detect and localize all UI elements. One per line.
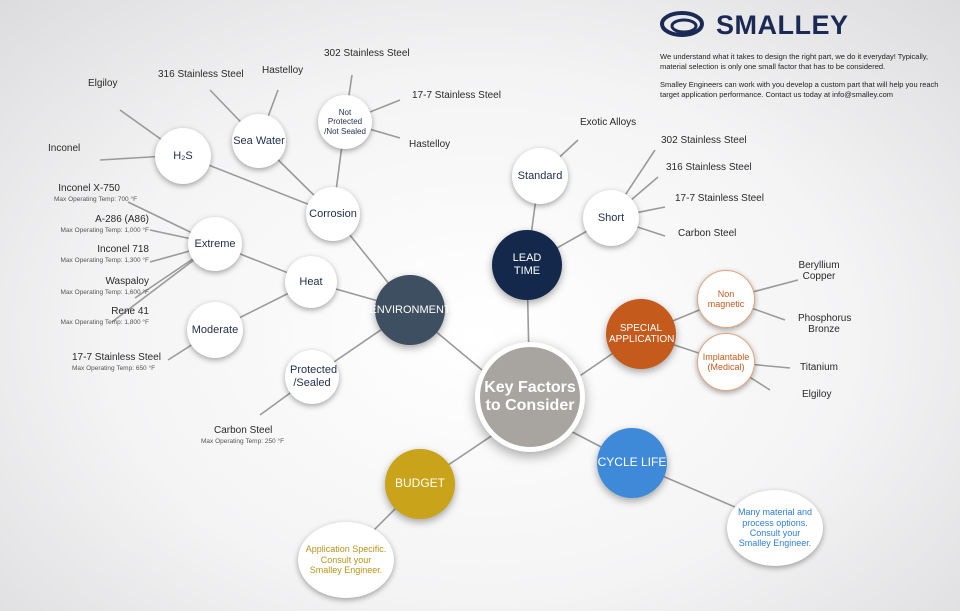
material-label: 302 Stainless Steel (324, 48, 410, 59)
material-name: 17-7 Stainless Steel (72, 352, 161, 363)
special-application-hub: SPECIAL APPLICATION (606, 299, 676, 369)
material-label: 17-7 Stainless Steel (675, 193, 764, 204)
budget-note: Application Specific. Consult your Small… (298, 522, 394, 598)
brand-name: SMALLEY (716, 9, 849, 40)
extreme-material: A-286 (A86) Max Operating Temp: 1,000 °F (37, 214, 149, 234)
material-label: Inconel (48, 143, 81, 154)
material-label: 316 Stainless Steel (158, 69, 244, 80)
non-magnetic-node: Non magnetic (697, 270, 755, 328)
material-label: Hastelloy (409, 139, 451, 150)
brand-cta: Smalley Engineers can work with you deve… (660, 80, 939, 99)
h2s-node: H₂S (155, 128, 211, 184)
heat-label: Heat (299, 275, 323, 288)
max-temp: Max Operating Temp: 700 °F (54, 196, 138, 203)
material-label: 302 Stainless Steel (661, 135, 747, 146)
material-name: A-286 (A86) (95, 214, 149, 225)
material-label: Elgiloy (802, 389, 832, 400)
standard-node: Standard (512, 148, 568, 204)
special-application-label: SPECIAL APPLICATION (609, 322, 675, 346)
implantable-node: Implantable (Medical) (697, 333, 755, 391)
center-node: Key Factors to Consider (475, 342, 585, 452)
not-protected-label: Not Protected /Not Sealed (324, 108, 366, 136)
moderate-label: Moderate (191, 323, 239, 336)
extreme-material: Inconel X-750 Max Operating Temp: 700 °F (54, 183, 138, 203)
cycle-life-note: Many material and process options. Consu… (727, 490, 823, 566)
cycle-life-hub: CYCLE LIFE (597, 428, 667, 498)
material-name: Waspaloy (105, 276, 149, 287)
short-label: Short (597, 211, 625, 224)
protected-sealed-node: Protected /Sealed (285, 350, 339, 404)
moderate-material: 17-7 Stainless Steel Max Operating Temp:… (72, 352, 184, 372)
budget-label: BUDGET (394, 476, 445, 491)
material-label: 316 Stainless Steel (666, 162, 752, 173)
sea-water-node: Sea Water (232, 114, 286, 168)
material-label: Phosphorus Bronze (798, 313, 852, 335)
protected-sealed-label: Protected /Sealed (290, 364, 338, 389)
environment-hub: ENVIRONMENT (369, 275, 451, 345)
material-label: Elgiloy (88, 78, 118, 89)
lead-time-label: LEAD TIME (512, 252, 542, 277)
extreme-material: Rene 41 Max Operating Temp: 1,800 °F (37, 306, 149, 326)
material-name: Carbon Steel (214, 425, 273, 436)
lead-time-hub: LEAD TIME (492, 230, 562, 300)
max-temp: Max Operating Temp: 650 °F (72, 365, 156, 372)
corrosion-node: Corrosion (306, 187, 360, 241)
material-label: Titanium (800, 362, 838, 373)
material-label: 17-7 Stainless Steel (412, 90, 501, 101)
budget-note-text: Application Specific. Consult your Small… (305, 544, 387, 576)
smalley-logo: SMALLEY (660, 8, 849, 42)
material-name: Inconel X-750 (58, 183, 120, 194)
center-label: Key Factors to Consider (484, 378, 576, 414)
cycle-life-note-text: Many material and process options. Consu… (737, 507, 813, 549)
smalley-emblem-icon (660, 11, 704, 37)
protected-material: Carbon Steel Max Operating Temp: 250 °F (201, 425, 301, 445)
short-node: Short (583, 190, 639, 246)
max-temp: Max Operating Temp: 1,000 °F (60, 227, 149, 234)
environment-label: ENVIRONMENT (369, 303, 451, 316)
max-temp: Max Operating Temp: 1,600 °F (60, 289, 149, 296)
material-label: Hastelloy (262, 65, 304, 76)
material-name: Inconel 718 (97, 244, 149, 255)
standard-label: Standard (517, 169, 563, 182)
heat-node: Heat (285, 256, 337, 308)
extreme-label: Extreme (194, 237, 236, 250)
h2s-label: H₂S (173, 149, 193, 162)
corrosion-label: Corrosion (309, 207, 357, 220)
budget-hub: BUDGET (385, 449, 455, 519)
material-label: Carbon Steel (678, 228, 737, 239)
not-protected-node: Not Protected /Not Sealed (318, 95, 372, 149)
material-name: Rene 41 (111, 306, 149, 317)
extreme-material: Inconel 718 Max Operating Temp: 1,300 °F (37, 244, 149, 264)
extreme-material: Waspaloy Max Operating Temp: 1,600 °F (37, 276, 149, 296)
material-label: Beryllium Copper (798, 260, 840, 282)
brand-intro: We understand what it takes to design th… (660, 52, 929, 71)
material-label: Exotic Alloys (580, 117, 637, 128)
extreme-node: Extreme (188, 217, 242, 271)
max-temp: Max Operating Temp: 250 °F (201, 438, 285, 445)
implantable-label: Implantable (Medical) (702, 351, 750, 372)
sea-water-label: Sea Water (233, 134, 285, 147)
max-temp: Max Operating Temp: 1,800 °F (60, 319, 149, 326)
non-magnetic-label: Non magnetic (707, 288, 745, 309)
max-temp: Max Operating Temp: 1,300 °F (60, 257, 149, 264)
moderate-node: Moderate (187, 302, 243, 358)
cycle-life-label: CYCLE LIFE (597, 455, 667, 470)
